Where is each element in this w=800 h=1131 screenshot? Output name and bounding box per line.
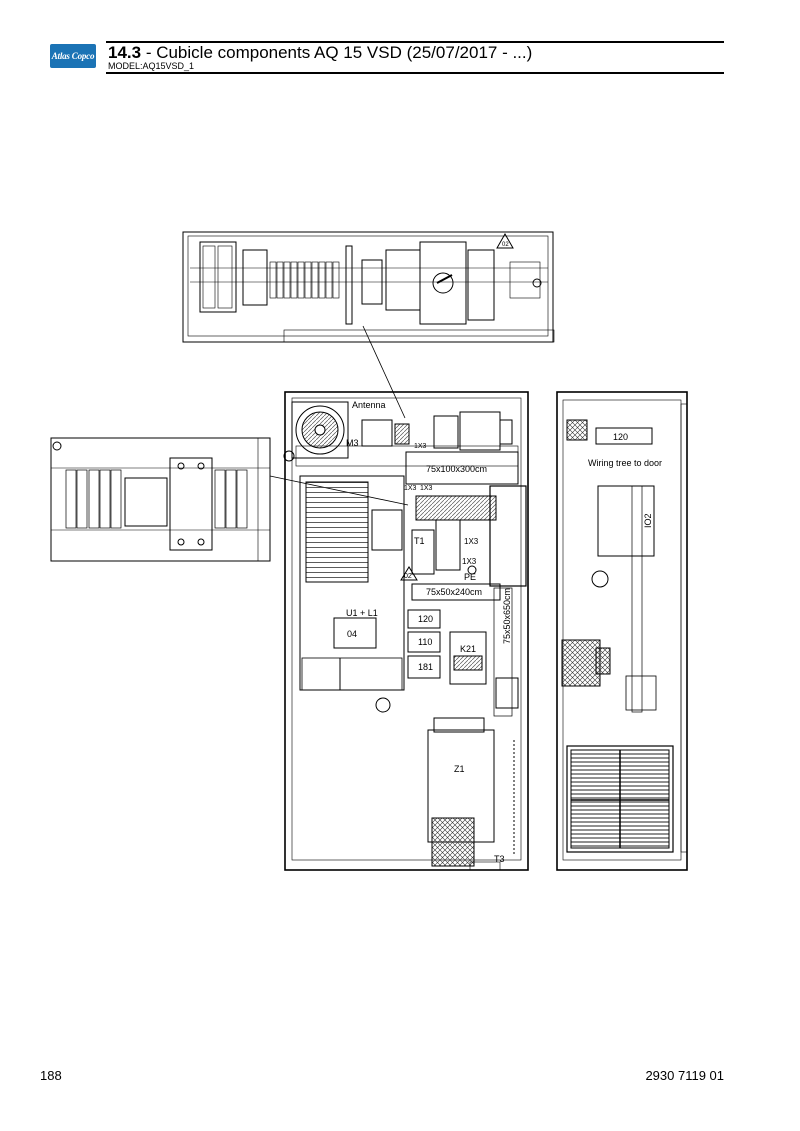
label-box-75x100x300: 75x100x300cm xyxy=(426,464,487,474)
label-io2: IO2 xyxy=(643,513,653,528)
label-box-75x50x240: 75x50x240cm xyxy=(426,587,482,597)
label-box-75x50x650: 75x50x650cm xyxy=(502,588,512,644)
header-rule-top xyxy=(106,41,724,43)
label-wiring-tree: Wiring tree to door xyxy=(588,458,662,468)
section-number: 14.3 xyxy=(108,43,142,62)
label-pe: PE xyxy=(464,572,476,582)
header-rule-bottom xyxy=(106,72,724,74)
label-k21: K21 xyxy=(460,644,476,654)
label-120: 120 xyxy=(418,614,433,624)
label-side-120: 120 xyxy=(613,432,628,442)
page-number: 188 xyxy=(40,1068,62,1083)
label-04: 04 xyxy=(347,629,357,639)
label-t3: T3 xyxy=(494,854,505,864)
label-1x3-b: 1X3 xyxy=(404,485,417,492)
label-t1: T1 xyxy=(414,536,425,546)
label-warning-detail: 02 xyxy=(502,242,509,248)
label-antenna: Antenna xyxy=(352,400,386,410)
model-label: MODEL:AQ15VSD_1 xyxy=(108,61,195,71)
section-title: - Cubicle components AQ 15 VSD (25/07/20… xyxy=(141,43,533,62)
label-z1: Z1 xyxy=(454,764,465,774)
main-cubicle-view xyxy=(283,391,529,871)
label-1x3-c: 1X3 xyxy=(420,485,433,492)
label-181: 181 xyxy=(418,662,433,672)
label-1x3-e: 1X3 xyxy=(462,557,477,566)
page-title: 14.3 - Cubicle components AQ 15 VSD (25/… xyxy=(108,43,532,63)
document-number: 2930 7119 01 xyxy=(645,1068,724,1083)
label-1x3-d: 1X3 xyxy=(464,537,479,546)
side-cubicle-view xyxy=(556,391,688,871)
label-1x3-a: 1X3 xyxy=(414,443,427,450)
label-110: 110 xyxy=(418,637,432,647)
label-warning-02: 02 xyxy=(404,573,412,580)
top-detail-view xyxy=(182,231,555,419)
label-m3: M3 xyxy=(346,438,359,448)
label-u1-l1: U1 + L1 xyxy=(346,608,378,618)
atlas-copco-logo: Atlas Copco xyxy=(50,44,96,68)
